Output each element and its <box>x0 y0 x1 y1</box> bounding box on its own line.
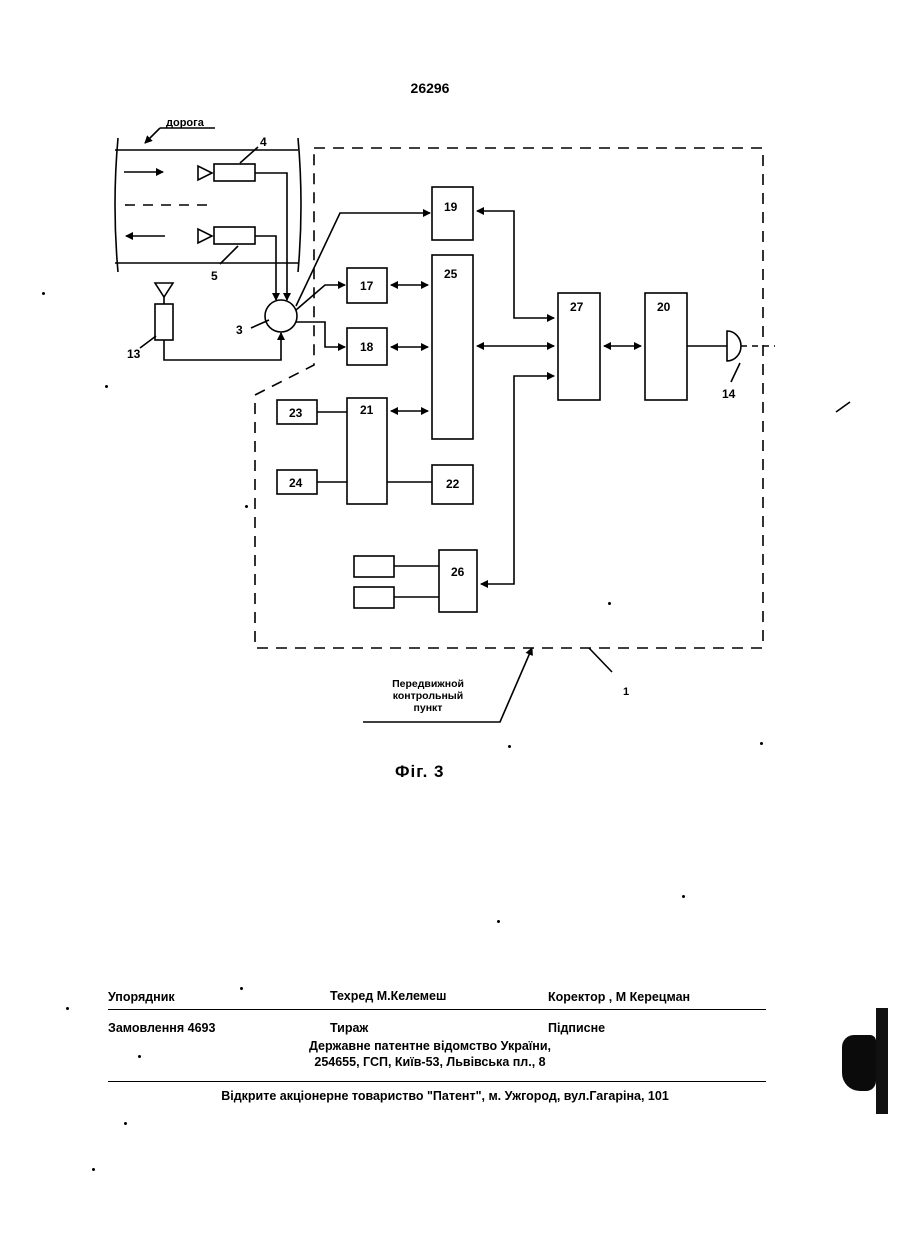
block-label-25: 25 <box>444 267 458 281</box>
block-25 <box>432 255 473 439</box>
scan-speck <box>508 745 511 748</box>
block-label-18: 18 <box>360 340 374 354</box>
imprint-circulation: Тираж <box>330 1021 368 1035</box>
block-label-24: 24 <box>289 476 303 490</box>
scan-speck <box>138 1055 141 1058</box>
divider-bottom <box>108 1081 766 1082</box>
block-label-22: 22 <box>446 477 460 491</box>
block-label-26: 26 <box>451 565 465 579</box>
figure-caption: Фіг. 3 <box>395 762 445 782</box>
scan-speck <box>497 920 500 923</box>
block-label-17: 17 <box>360 279 374 293</box>
imprint-signed: Підписне <box>548 1021 605 1035</box>
scan-speck <box>760 742 763 745</box>
callout-line-1: Передвижной <box>392 678 464 690</box>
scan-speck <box>608 602 611 605</box>
block-label-27: 27 <box>570 300 584 314</box>
block-label-23: 23 <box>289 406 303 420</box>
imprint-corrector: Коректор , М Керецман <box>548 990 690 1004</box>
scan-speck <box>682 895 685 898</box>
node-3 <box>265 300 297 332</box>
block-26 <box>439 550 477 612</box>
road <box>115 128 301 272</box>
imprint-order: Замовлення 4693 <box>108 1021 215 1035</box>
block-diagram: дорога 4 5 13 3 <box>0 0 900 800</box>
block-label-21: 21 <box>360 403 374 417</box>
label-terminal-14: 14 <box>722 387 736 401</box>
block-label-20: 20 <box>657 300 671 314</box>
scan-speck <box>245 505 248 508</box>
imprint-office-line1: Державне патентне відомство України, <box>240 1039 620 1053</box>
label-sensor-5: 5 <box>211 269 218 283</box>
imprint-publisher: Відкрите акціонерне товариство "Патент",… <box>100 1089 790 1103</box>
imprint-office-line2: 254655, ГСП, Київ-53, Львівська пл., 8 <box>240 1055 620 1069</box>
imprint-compiler: Упорядник <box>108 990 175 1004</box>
scan-speck <box>42 292 45 295</box>
callout-line-3: пункт <box>414 702 443 714</box>
scan-speck <box>105 385 108 388</box>
terminal-14 <box>727 331 741 361</box>
scan-blot <box>842 1035 876 1091</box>
block-label-19: 19 <box>444 200 458 214</box>
label-antenna-13: 13 <box>127 347 141 361</box>
label-node-3: 3 <box>236 323 243 337</box>
scan-speck <box>240 987 243 990</box>
callout-line-2: контрольный <box>393 690 463 702</box>
scan-speck <box>124 1122 127 1125</box>
block-26-input-a <box>354 556 394 577</box>
label-frame-1: 1 <box>623 686 629 698</box>
divider-top <box>108 1009 766 1010</box>
scan-edge-bar <box>876 1008 888 1114</box>
label-sensor-4: 4 <box>260 135 267 149</box>
scan-speck <box>92 1168 95 1171</box>
road-label: дорога <box>166 117 205 129</box>
imprint-tech-editor: Техред М.Келемеш <box>330 989 446 1003</box>
scan-speck <box>66 1007 69 1010</box>
block-26-input-b <box>354 587 394 608</box>
antenna-13 <box>140 283 281 360</box>
